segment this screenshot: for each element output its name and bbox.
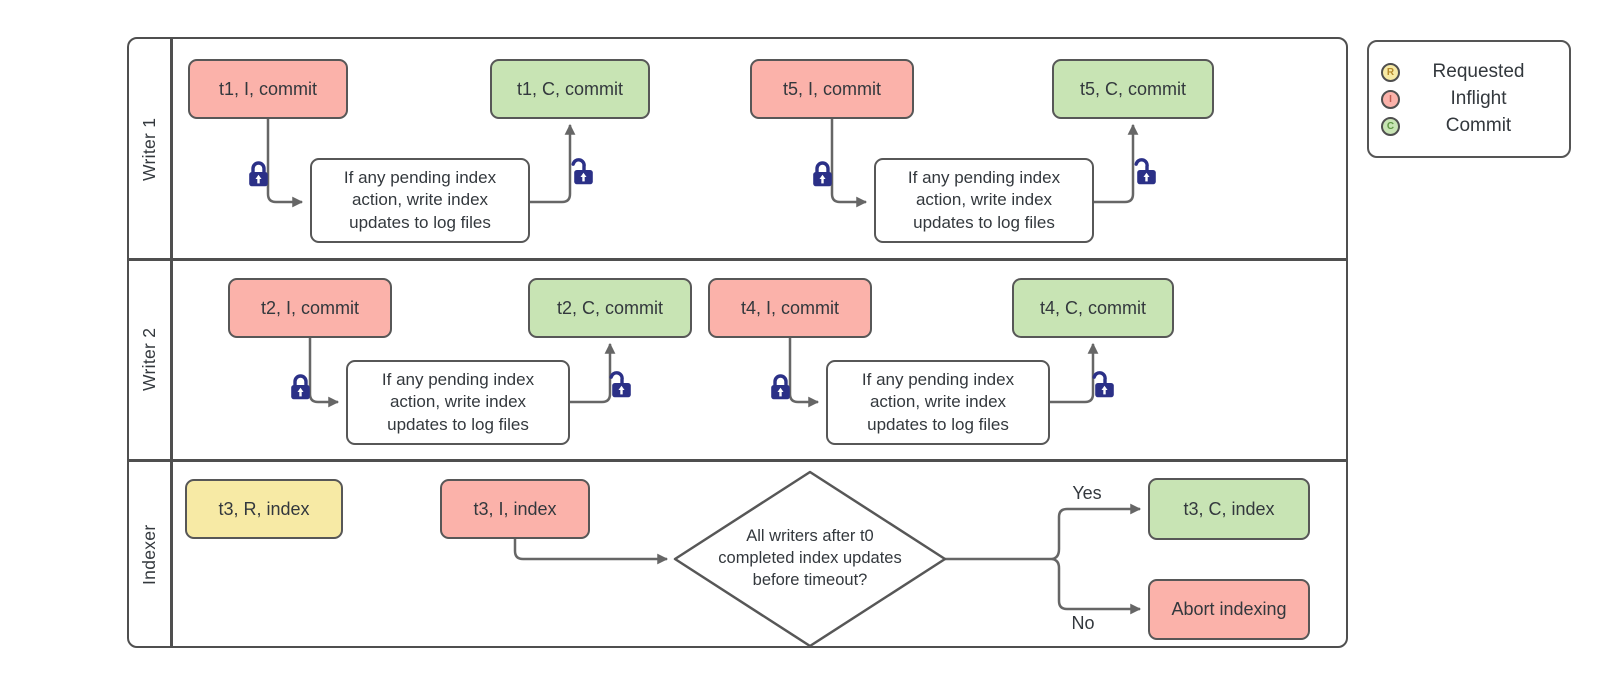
connector-no-branch xyxy=(1051,557,1142,615)
node-t3-inflight: t3, I, index xyxy=(440,479,590,539)
connector-t5-to-process xyxy=(830,119,868,208)
node-t3-requested: t3, R, index xyxy=(185,479,343,539)
lane-divider xyxy=(129,258,1346,261)
connector-t1-to-process xyxy=(266,119,304,208)
process-box: If any pending index action, write index… xyxy=(874,158,1094,243)
legend-label-inflight: Inflight xyxy=(1450,88,1507,109)
node-t2-inflight: t2, I, commit xyxy=(228,278,392,338)
lane-label-divider xyxy=(170,39,173,646)
open-lock-icon xyxy=(1134,158,1156,185)
process-line: If any pending index xyxy=(381,369,535,389)
legend-label-requested: Requested xyxy=(1432,61,1525,82)
lane-label-indexer: Indexer xyxy=(139,524,159,586)
swimlane-pool: Writer 1 Writer 2 Indexer xyxy=(127,37,1348,648)
node-t2-commit: t2, C, commit xyxy=(528,278,692,338)
closed-lock-icon xyxy=(249,161,268,187)
decision-text: All writers after t0 completed index upd… xyxy=(690,526,930,592)
lane-divider xyxy=(129,459,1346,462)
yes-label: Yes xyxy=(1072,483,1102,503)
connector-t2-to-process xyxy=(308,338,340,408)
node-t1-inflight: t1, I, commit xyxy=(188,59,348,119)
node-t3-commit: t3, C, index xyxy=(1148,478,1310,540)
decision-line: before timeout? xyxy=(752,570,868,589)
process-line: If any pending index xyxy=(343,167,497,187)
process-line: action, write index xyxy=(915,190,1053,210)
no-label: No xyxy=(1071,613,1095,633)
node-t5-inflight: t5, I, commit xyxy=(750,59,914,119)
inflight-state-icon: I xyxy=(1381,89,1400,109)
legend: R Requested I Inflight C Commit xyxy=(1367,40,1571,158)
process-box: If any pending index action, write index… xyxy=(826,360,1050,445)
closed-lock-icon xyxy=(813,161,832,187)
connector-process-to-t5-commit xyxy=(1094,123,1139,204)
requested-state-icon: R xyxy=(1381,62,1400,82)
legend-row-commit: C Commit xyxy=(1381,115,1557,137)
process-line: If any pending index xyxy=(861,369,1015,389)
legend-label-commit: Commit xyxy=(1445,115,1512,136)
connector-process-to-t2-commit xyxy=(570,342,616,404)
lane-label-writer-2: Writer 2 xyxy=(139,327,159,391)
process-line: If any pending index xyxy=(907,167,1061,187)
process-box: If any pending index action, write index… xyxy=(346,360,570,445)
process-line: updates to log files xyxy=(387,414,529,434)
decision-line: completed index updates xyxy=(718,548,902,567)
lane-label-writer-1: Writer 1 xyxy=(139,117,159,181)
process-line: action, write index xyxy=(351,190,489,210)
closed-lock-icon xyxy=(771,374,790,400)
decision-line: All writers after t0 xyxy=(746,527,874,545)
commit-state-icon: C xyxy=(1381,116,1400,136)
node-t4-inflight: t4, I, commit xyxy=(708,278,872,338)
node-t4-commit: t4, C, commit xyxy=(1012,278,1174,338)
connector-process-to-t4-commit xyxy=(1050,342,1099,404)
process-line: updates to log files xyxy=(913,212,1055,232)
open-lock-icon xyxy=(571,158,593,185)
node-t5-commit: t5, C, commit xyxy=(1052,59,1214,119)
node-t1-commit: t1, C, commit xyxy=(490,59,650,119)
node-abort-indexing: Abort indexing xyxy=(1148,579,1310,640)
legend-row-requested: R Requested xyxy=(1381,61,1557,83)
connector-yes-branch xyxy=(1051,503,1142,561)
connector-t4-to-process xyxy=(788,338,820,408)
process-line: action, write index xyxy=(389,392,527,412)
connector-process-to-t1-commit xyxy=(530,123,576,204)
closed-lock-icon xyxy=(291,374,310,400)
open-lock-icon xyxy=(609,371,631,398)
legend-row-inflight: I Inflight xyxy=(1381,88,1557,110)
process-line: updates to log files xyxy=(349,212,491,232)
decision-diamond xyxy=(673,470,947,648)
process-line: action, write index xyxy=(869,392,1007,412)
open-lock-icon xyxy=(1092,371,1114,398)
process-box: If any pending index action, write index… xyxy=(310,158,530,243)
connector-t3-to-decision xyxy=(513,539,669,565)
process-line: updates to log files xyxy=(867,414,1009,434)
